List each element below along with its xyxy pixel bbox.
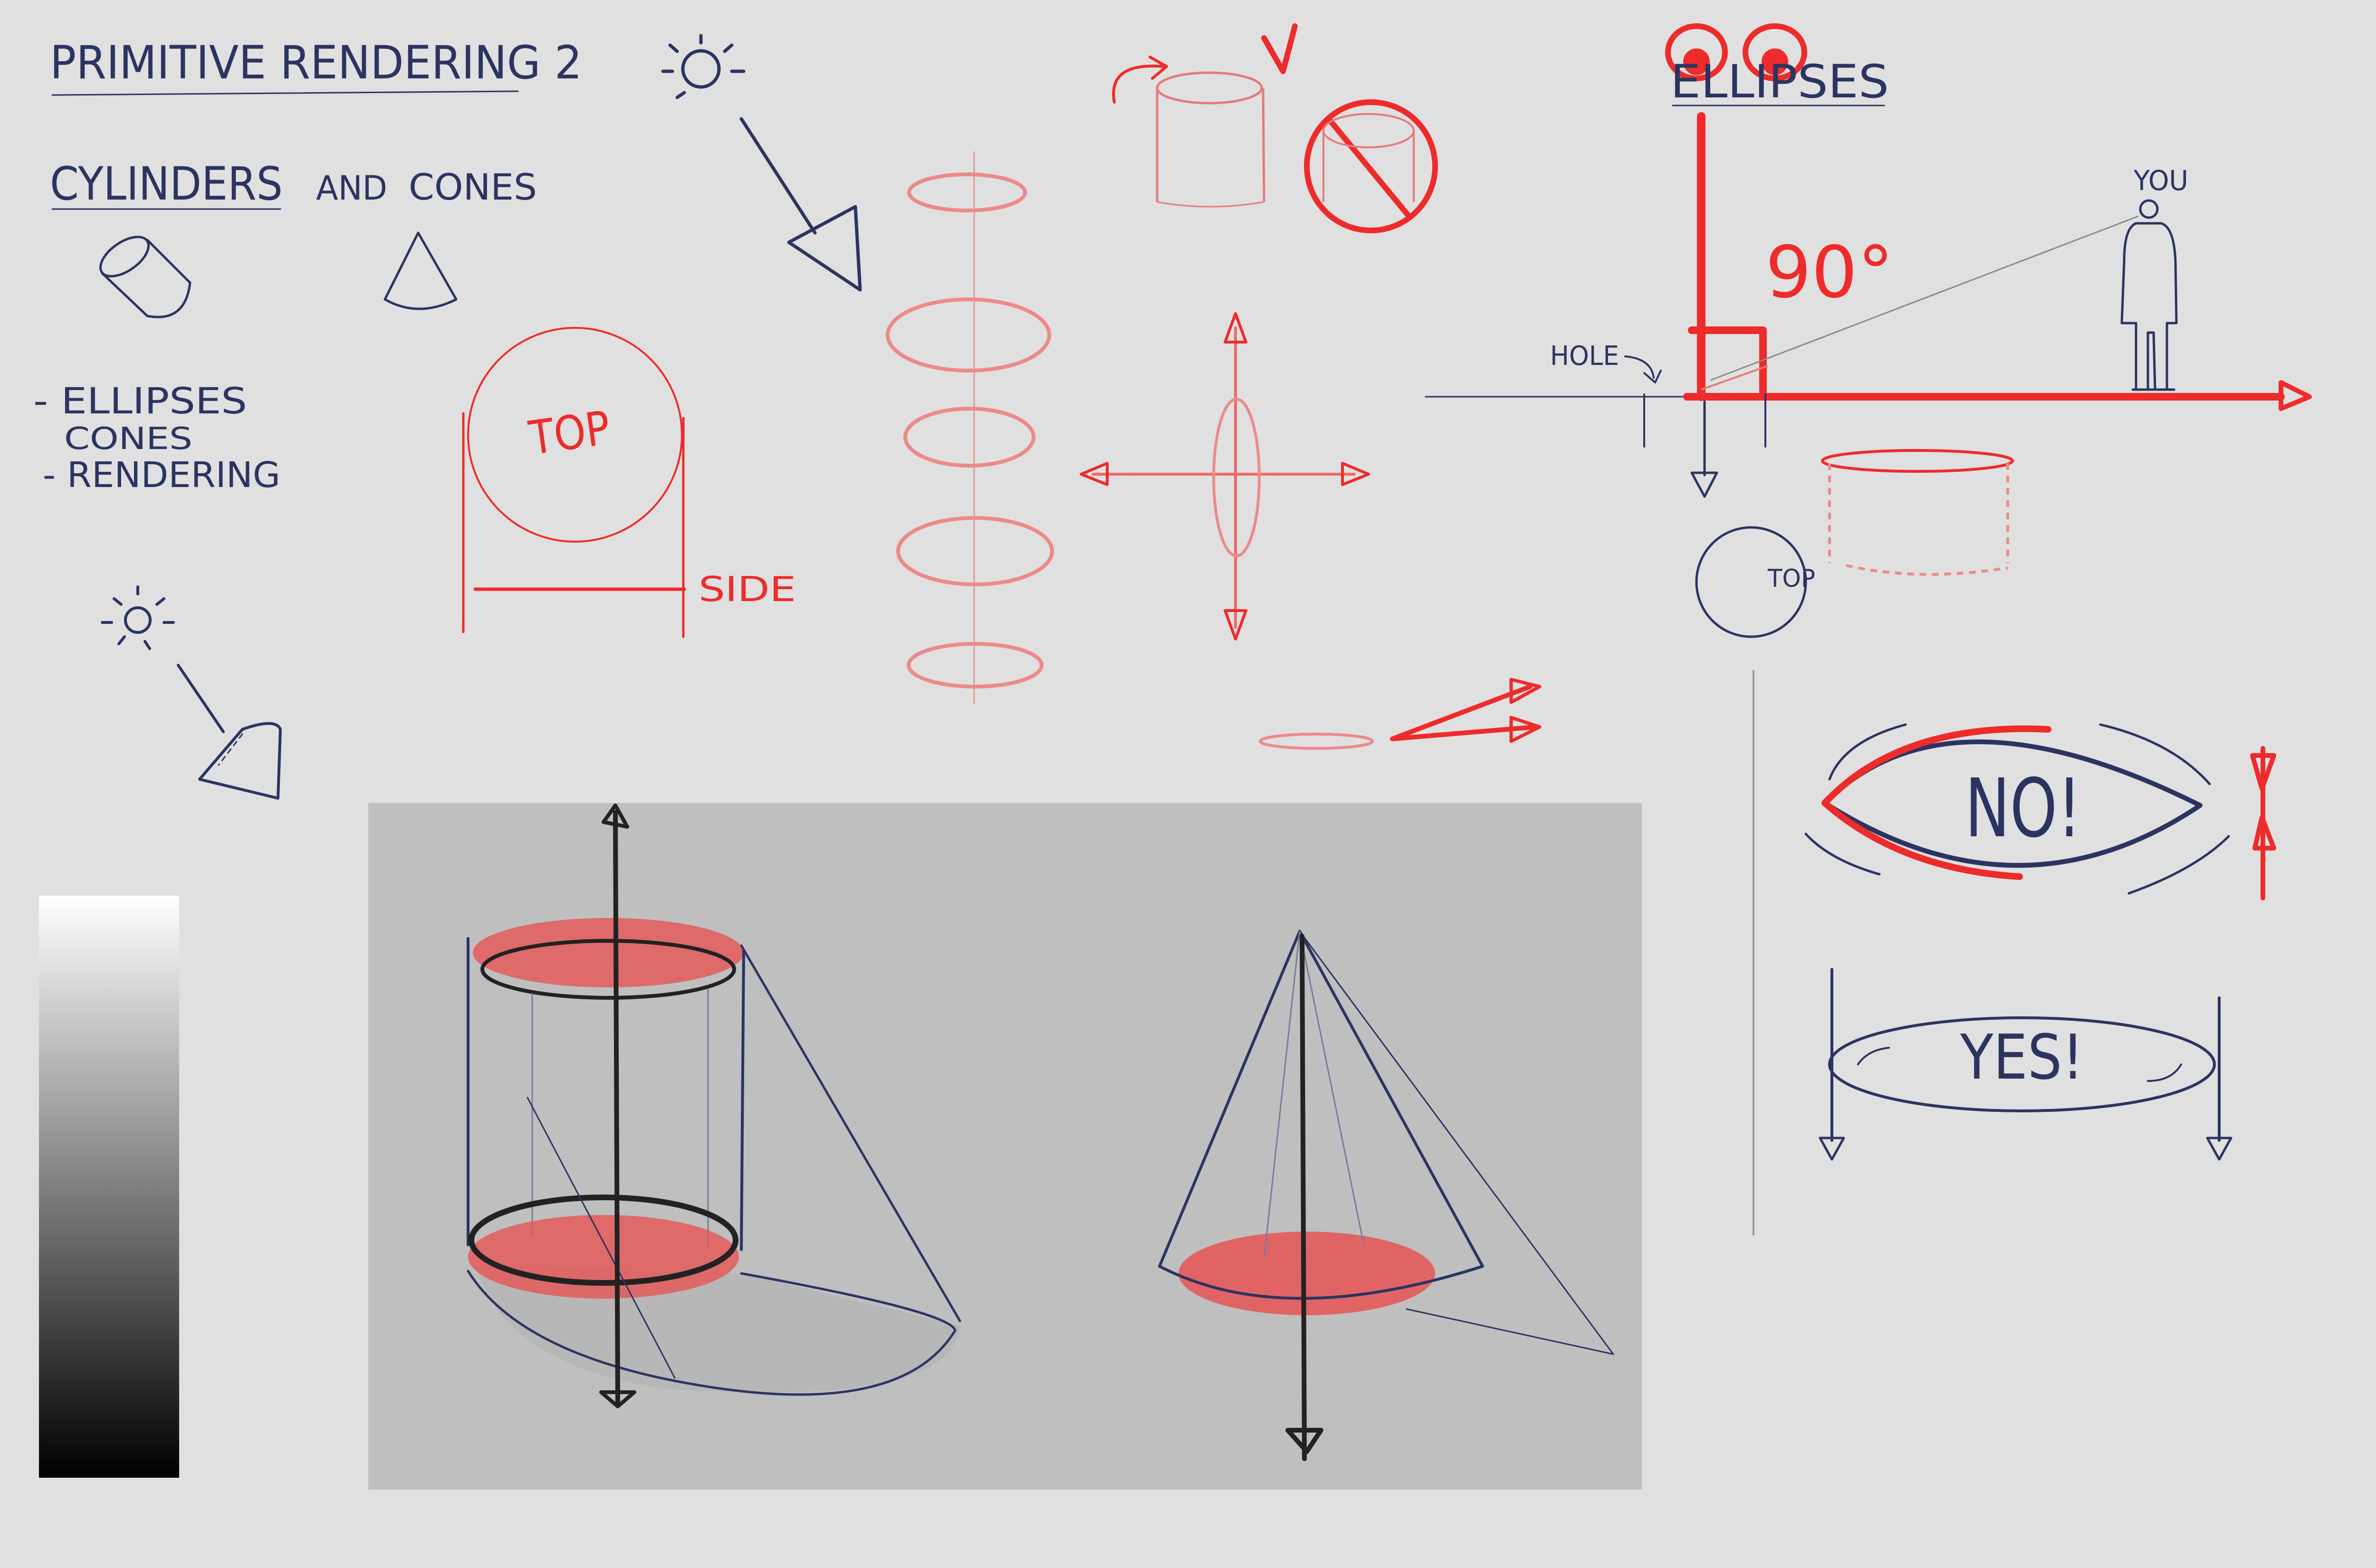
angle-label: 90°: [1765, 231, 1894, 314]
no-label: NO!: [1965, 762, 2081, 856]
value-gradient-swatch: [39, 896, 179, 1478]
agenda-item: CONES: [64, 421, 192, 457]
eyes-icon: [1665, 23, 1807, 81]
cylinder-render: [467, 803, 961, 1408]
stacked-ellipses: [886, 151, 1054, 704]
subtitle-cylinders: CYLINDERS: [50, 157, 283, 210]
axis-cross-sketch: [1080, 312, 1370, 641]
render-panel: [368, 803, 1642, 1490]
you-label: YOU: [2133, 164, 2188, 197]
side-label: SIDE: [699, 569, 796, 609]
sun-icon: [661, 34, 746, 99]
yes-label: YES!: [1960, 1021, 2084, 1093]
checkmark-icon: [1261, 23, 1298, 74]
top-label: TOP: [526, 401, 613, 466]
agenda-item: - ELLIPSES: [33, 380, 247, 422]
perspective-diagram: 90° HOLE TOP: [1425, 112, 2312, 638]
flat-ellipse-sketch: [1259, 678, 1542, 750]
top-label-small: TOP: [1767, 564, 1815, 593]
dotted-cylinder-sketch: [1821, 449, 2014, 576]
wrong-ellipse-example: NO!: [1804, 723, 2276, 900]
mini-cylinder-sketch: [99, 236, 192, 318]
correct-ellipse-example: YES!: [1819, 968, 2232, 1161]
sun-icon: [101, 585, 175, 650]
viewer-figure: [2120, 199, 2178, 391]
subtitle-and: AND: [316, 169, 387, 208]
light-direction-arrow: [177, 664, 282, 800]
prohibited-icon: [1304, 99, 1438, 233]
top-side-diagram: TOP SIDE: [462, 327, 796, 638]
subtitle-cones: CONES: [409, 166, 537, 208]
rotating-cylinder-sketch: [1112, 56, 1265, 208]
light-direction-arrow: [739, 117, 862, 292]
hole-label: HOLE: [1550, 341, 1619, 372]
mini-cone-sketch: [383, 231, 458, 310]
agenda-item: - RENDERING: [43, 455, 280, 496]
ellipses-heading: ELLIPSES: [1670, 55, 1889, 108]
page-title: PRIMITIVE RENDERING 2: [50, 36, 582, 89]
agenda-list: - ELLIPSES CONES - RENDERING: [33, 380, 280, 496]
cone-render: [1158, 930, 1614, 1461]
